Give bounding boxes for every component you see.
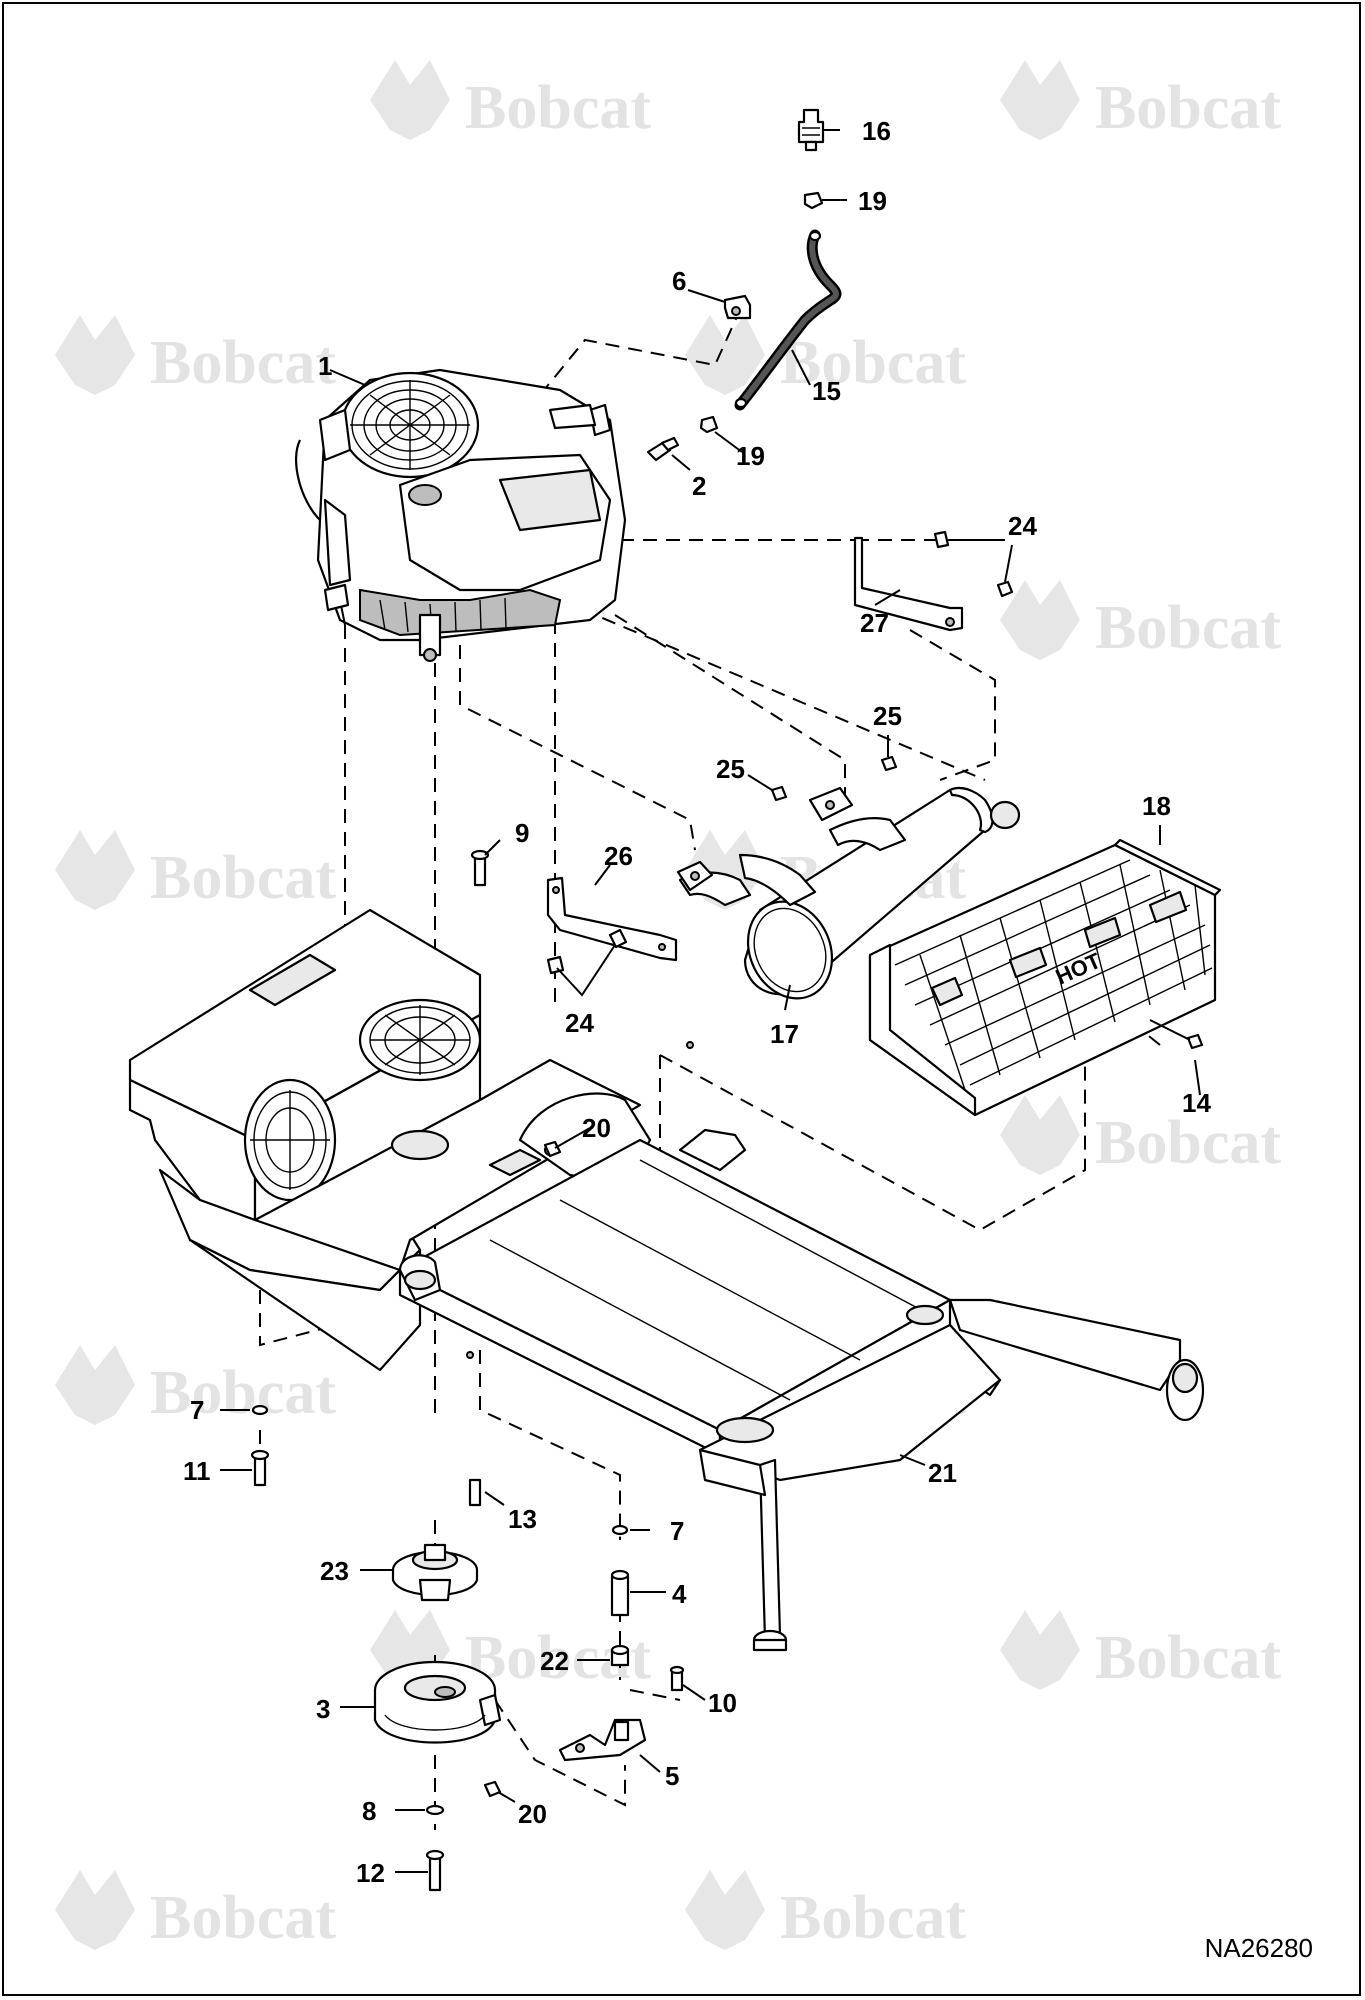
muffler-guard-18: HOT [868, 838, 1222, 1117]
callout-leaders [220, 129, 1201, 1873]
fuel-line-assembly [646, 108, 842, 462]
exhaust-bracket-27 [853, 530, 1014, 632]
callout-24: 24 [565, 1008, 594, 1038]
callout-24: 24 [1008, 511, 1037, 541]
callout-2: 2 [692, 471, 706, 501]
watermark-brand: Bobcat [150, 1359, 336, 1427]
callout-21: 21 [928, 1458, 957, 1488]
callout-15: 15 [812, 376, 841, 406]
callout-14: 14 [1182, 1088, 1211, 1118]
watermark-brand: Bobcat [1095, 74, 1281, 142]
watermark-brand: Bobcat [1095, 594, 1281, 662]
callout-25: 25 [716, 754, 745, 784]
watermark-logo: Bobcat [370, 60, 651, 142]
callout-26: 26 [604, 841, 633, 871]
callout-7: 7 [670, 1516, 684, 1546]
callout-18: 18 [1142, 791, 1171, 821]
watermark-logo: Bobcat [1000, 580, 1281, 662]
callout-13: 13 [508, 1504, 537, 1534]
callout-20: 20 [582, 1113, 611, 1143]
watermark-brand: Bobcat [150, 1884, 336, 1952]
callout-20: 20 [518, 1799, 547, 1829]
watermark-brand: Bobcat [1095, 1624, 1281, 1692]
watermark-logo: Bobcat [685, 315, 966, 397]
watermark-logo: Bobcat [1000, 1095, 1281, 1177]
callout-12: 12 [356, 1858, 385, 1888]
callout-numbers: 1 6 16 19 15 19 2 24 27 25 25 18 9 26 24… [183, 116, 1211, 1888]
watermark-logo: Bobcat [1000, 60, 1281, 142]
callout-10: 10 [708, 1688, 737, 1718]
drawing-number: NA26280 [1204, 1933, 1313, 1963]
watermark-logo: Bobcat [55, 1345, 336, 1427]
muffler-17 [676, 755, 1021, 1000]
watermark-brand: Bobcat [780, 329, 966, 397]
watermark-brand: Bobcat [150, 329, 336, 397]
watermark-brand: Bobcat [1095, 1109, 1281, 1177]
callout-3: 3 [316, 1694, 330, 1724]
callout-19: 19 [858, 186, 887, 216]
callout-7: 7 [190, 1395, 204, 1425]
callout-4: 4 [672, 1579, 687, 1609]
bottom-hardware [250, 849, 685, 1892]
callout-27: 27 [860, 608, 889, 638]
callout-16: 16 [862, 116, 891, 146]
callout-22: 22 [540, 1646, 569, 1676]
watermark-logo: Bobcat [55, 1870, 336, 1952]
engine-assembly [295, 368, 627, 662]
muffler-bracket-26 [546, 876, 678, 997]
callout-23: 23 [320, 1556, 349, 1586]
main-frame-21 [128, 908, 1205, 1652]
watermark-brand: Bobcat [150, 844, 336, 912]
watermark-brand: Bobcat [465, 74, 651, 142]
callout-17: 17 [770, 1019, 799, 1049]
callout-8: 8 [362, 1796, 376, 1826]
watermark-logo: Bobcat [55, 830, 336, 912]
callout-19: 19 [736, 441, 765, 471]
callout-1: 1 [318, 351, 332, 381]
watermark-brand: Bobcat [780, 1884, 966, 1952]
callout-9: 9 [515, 818, 529, 848]
watermark-logo: Bobcat [1000, 1610, 1281, 1692]
watermark-logo: Bobcat [685, 1870, 966, 1952]
callout-6: 6 [672, 266, 686, 296]
callout-5: 5 [665, 1761, 679, 1791]
callout-11: 11 [183, 1456, 211, 1486]
callout-25: 25 [873, 701, 902, 731]
watermark-logo: Bobcat [55, 315, 336, 397]
